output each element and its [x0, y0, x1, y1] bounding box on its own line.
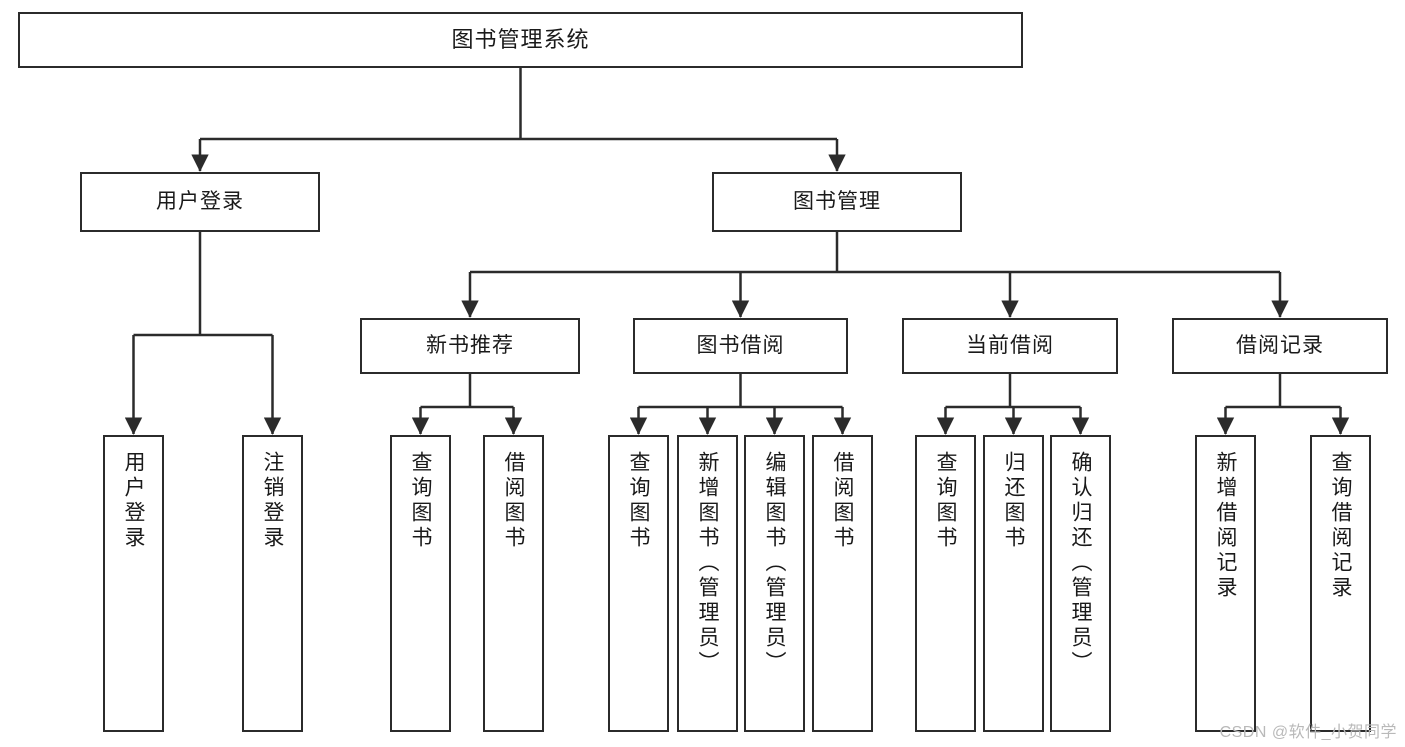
- node-leaf-user-login[interactable]: 用户登录: [103, 435, 164, 732]
- node-label: 查询图书: [409, 451, 432, 551]
- node-leaf-query-book-3[interactable]: 查询图书: [915, 435, 976, 732]
- node-leaf-query-borrow-record[interactable]: 查询借阅记录: [1310, 435, 1371, 732]
- node-label: 新增图书（管理员）: [696, 451, 719, 676]
- node-leaf-borrow-book-1[interactable]: 借阅图书: [483, 435, 544, 732]
- node-label: 图书借阅: [696, 333, 785, 357]
- node-leaf-add-book[interactable]: 新增图书（管理员）: [677, 435, 738, 732]
- edge-group: [124, 68, 1350, 435]
- node-leaf-edit-book[interactable]: 编辑图书（管理员）: [744, 435, 805, 732]
- watermark: CSDN @软件_小贺同学: [1219, 724, 1397, 741]
- node-leaf-user-logout[interactable]: 注销登录: [242, 435, 303, 732]
- node-label: 确认归还（管理员）: [1069, 451, 1092, 676]
- node-label: 当前借阅: [966, 333, 1054, 357]
- node-new-book-recommend[interactable]: 新书推荐: [360, 318, 580, 374]
- node-label: 注销登录: [261, 451, 284, 551]
- node-label: 借阅图书: [502, 451, 525, 551]
- node-label: 归还图书: [1002, 451, 1025, 551]
- node-leaf-return-book[interactable]: 归还图书: [983, 435, 1044, 732]
- node-label: 图书管理系统: [451, 27, 590, 53]
- node-label: 借阅图书: [831, 451, 854, 551]
- node-label: 用户登录: [156, 189, 244, 213]
- node-book-manage[interactable]: 图书管理: [712, 172, 962, 232]
- node-label: 查询图书: [627, 451, 650, 551]
- node-label: 图书管理: [793, 189, 881, 213]
- node-borrow-record[interactable]: 借阅记录: [1172, 318, 1388, 374]
- node-label: 借阅记录: [1236, 333, 1324, 357]
- node-leaf-add-borrow-record[interactable]: 新增借阅记录: [1195, 435, 1256, 732]
- node-user-login[interactable]: 用户登录: [80, 172, 320, 232]
- node-root[interactable]: 图书管理系统: [18, 12, 1023, 68]
- node-leaf-confirm-return[interactable]: 确认归还（管理员）: [1050, 435, 1111, 732]
- node-label: 查询图书: [934, 451, 957, 551]
- node-leaf-borrow-book-2[interactable]: 借阅图书: [812, 435, 873, 732]
- node-label: 用户登录: [122, 451, 145, 551]
- node-label: 编辑图书（管理员）: [763, 451, 786, 676]
- node-label: 新书推荐: [426, 333, 514, 357]
- node-book-borrow[interactable]: 图书借阅: [633, 318, 848, 374]
- node-label: 新增借阅记录: [1214, 451, 1237, 601]
- node-current-borrow[interactable]: 当前借阅: [902, 318, 1118, 374]
- node-leaf-query-book-2[interactable]: 查询图书: [608, 435, 669, 732]
- node-leaf-query-book-1[interactable]: 查询图书: [390, 435, 451, 732]
- node-label: 查询借阅记录: [1329, 451, 1352, 601]
